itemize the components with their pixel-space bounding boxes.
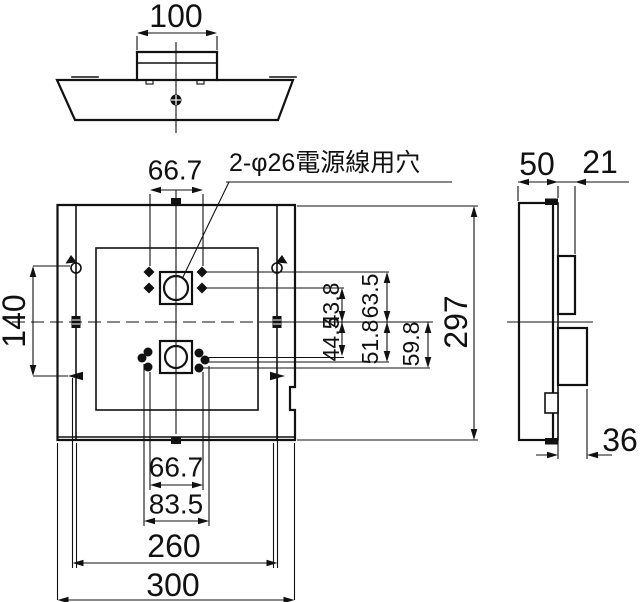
- clamp-symbol-left: [71, 316, 81, 328]
- front-view: 2-φ26電源線用穴 66.7 140 43.8 44.5: [0, 149, 478, 602]
- dim-to-center-outer: 63.5: [357, 274, 383, 319]
- dim-below-center-1: 44.5: [318, 317, 344, 362]
- right-dim-stack: 43.8 44.5 63.5 51.8 59.8: [318, 272, 432, 368]
- dim-plate-depth: 50: [519, 146, 555, 182]
- back-notch-box: [544, 392, 559, 414]
- dim-bottom-pitch-1: 66.7: [149, 452, 204, 483]
- center-mark: [170, 94, 182, 106]
- dim-bottom-pitch-2: 83.5: [149, 489, 204, 520]
- dim-hole-pitch-top: 66.7: [148, 155, 203, 186]
- dim-inner-width: 260: [147, 528, 200, 564]
- note-power-holes: 2-φ26電源線用穴: [229, 149, 420, 177]
- mount-screw-symbol-left: [65, 255, 82, 275]
- top-view-body: [55, 78, 295, 122]
- dim-to-center-inner: 43.8: [318, 283, 344, 328]
- top-view-mount-box: [135, 50, 219, 82]
- dim-below-center-3: 59.8: [398, 322, 424, 367]
- dim-overall-width: 300: [146, 567, 199, 602]
- lower-power-hole: [158, 339, 194, 375]
- side-view: 50 21 36: [507, 144, 638, 459]
- clamp-symbol-right: [272, 316, 282, 328]
- upper-knockout-marks: [143, 266, 208, 294]
- upper-terminal-box: [556, 254, 577, 316]
- front-plate-outline: [56, 203, 297, 442]
- bottom-dim-stack: 66.7 83.5 260 300: [56, 364, 296, 602]
- spring-arrow-left: [68, 371, 83, 381]
- dim-top-box-width: 100: [149, 0, 202, 34]
- dim-clip-span: 140: [0, 294, 32, 347]
- dim-overall-height: 297: [438, 295, 474, 348]
- mount-screw-symbol-right: [271, 255, 288, 275]
- lower-junction-box: [556, 326, 589, 387]
- upper-power-hole: [158, 270, 194, 306]
- inner-panel: [95, 247, 259, 411]
- spring-arrow-right: [270, 371, 285, 381]
- dim-terminal-depth: 21: [582, 144, 618, 180]
- dim-lower-box-depth: 36: [602, 422, 638, 458]
- dim-below-center-2: 51.8: [357, 320, 383, 365]
- top-view: 100: [55, 0, 297, 133]
